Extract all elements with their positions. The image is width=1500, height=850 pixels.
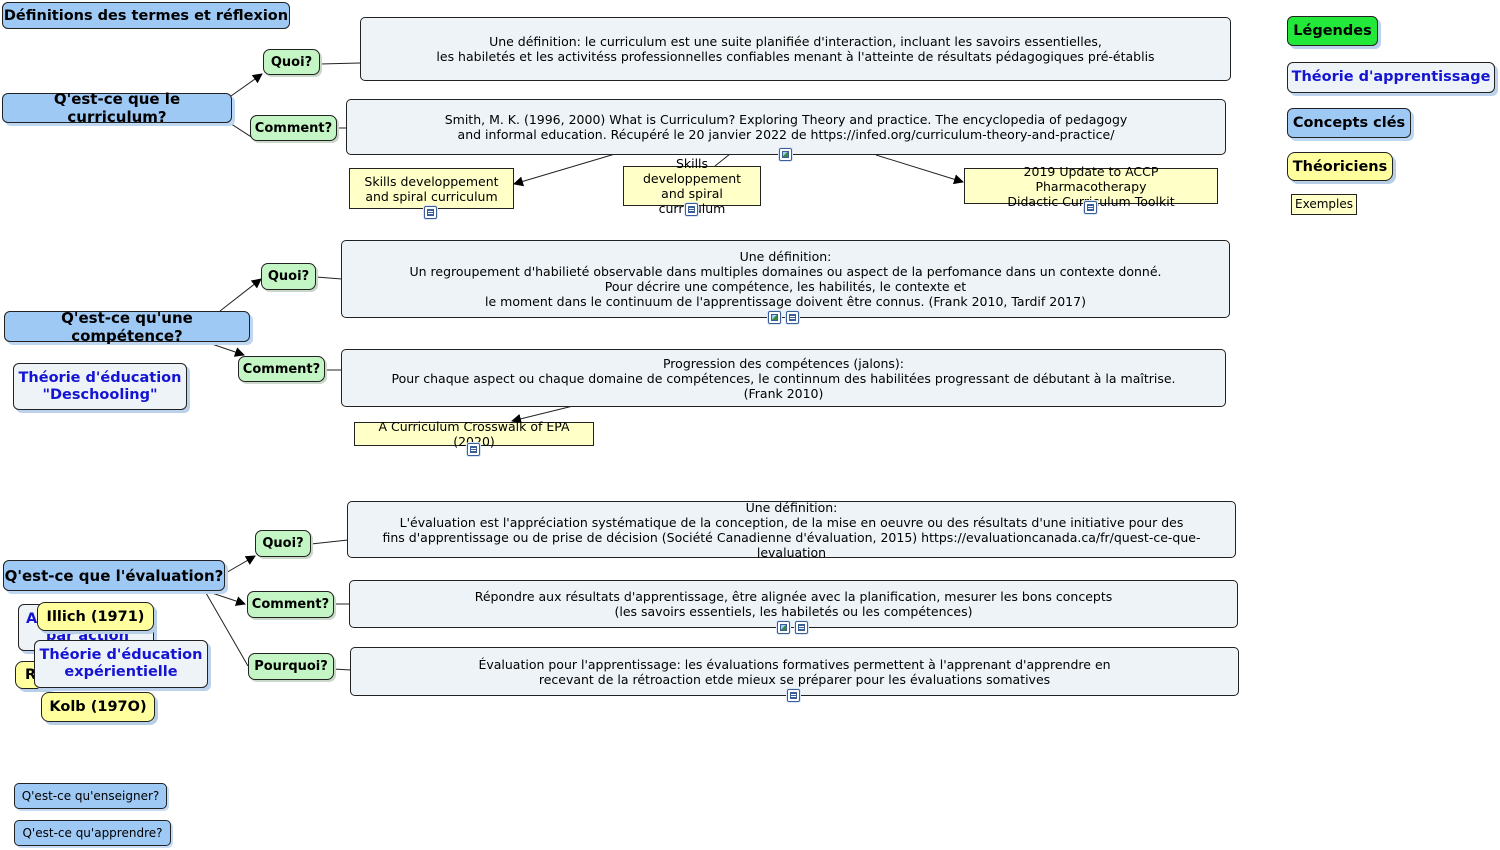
concept-competence[interactable]: Q'est-ce qu'une compétence? <box>4 309 250 345</box>
image-icon[interactable] <box>779 148 792 161</box>
link-quoi-def1 <box>319 62 361 65</box>
definition-competence[interactable]: Une définition: Un regroupement d'habili… <box>341 240 1230 318</box>
reference-curriculum-smith[interactable]: Smith, M. K. (1996, 2000) What is Curric… <box>346 99 1226 155</box>
question-evaluation-pourquoi[interactable]: Pourquoi? <box>248 653 334 680</box>
document-icon[interactable] <box>1084 201 1097 214</box>
image-icon[interactable] <box>768 311 781 324</box>
link-competence-quoi <box>219 278 262 312</box>
question-curriculum-quoi[interactable]: Quoi? <box>263 49 320 75</box>
question-competence-quoi[interactable]: Quoi? <box>261 263 316 290</box>
theoricien-kolb[interactable]: Kolb (197O) <box>41 692 155 722</box>
concept-apprendre[interactable]: Q'est-ce qu'apprendre? <box>14 820 171 846</box>
theory-experientielle[interactable]: Théorie d'éducation expérientielle <box>34 640 208 688</box>
question-curriculum-comment[interactable]: Comment? <box>250 115 337 141</box>
document-icon[interactable] <box>424 206 437 219</box>
partial-label: R <box>25 667 37 683</box>
definition-competence-progression[interactable]: Progression des compétences (jalons): Po… <box>341 349 1226 407</box>
link-pourquoi-def7 <box>332 668 352 671</box>
legend-title[interactable]: Légendes <box>1287 16 1378 46</box>
definition-curriculum[interactable]: Une définition: le curriculum est une su… <box>360 17 1231 81</box>
link-evaluation-pourquoi <box>205 592 249 667</box>
definition-evaluation[interactable]: Une définition: L'évaluation est l'appré… <box>347 500 1236 560</box>
legend-concepts-cles[interactable]: Concepts clés <box>1287 108 1411 138</box>
image-icon[interactable] <box>777 621 790 634</box>
link-quoi-def5 <box>310 539 349 545</box>
link-evaluation-comment <box>205 590 246 606</box>
legend-exemples[interactable]: Exemples <box>1291 194 1357 215</box>
partial-label: A <box>26 611 38 627</box>
concept-evaluation[interactable]: Q'est-ce que l'évaluation? <box>3 560 225 591</box>
document-icon[interactable] <box>795 621 808 634</box>
definition-evaluation-comment[interactable]: Répondre aux résultats d'apprentissage, … <box>349 580 1238 628</box>
question-evaluation-quoi[interactable]: Quoi? <box>255 530 311 557</box>
link-def2-ex3 <box>875 154 964 185</box>
concept-enseigner[interactable]: Q'est-ce qu'enseigner? <box>14 783 167 809</box>
example-skills-spiral-2[interactable]: Skills developpement and spiral curricul… <box>623 156 761 216</box>
map-title[interactable]: Définitions des termes et réflexion <box>2 2 290 29</box>
example-accp-toolkit[interactable]: 2019 Update to ACCP Pharmacotherapy Dida… <box>964 164 1218 209</box>
question-competence-comment[interactable]: Comment? <box>238 356 325 382</box>
theoricien-illich[interactable]: Illich (1971) <box>37 602 154 631</box>
link-def2-ex1 <box>513 153 616 187</box>
document-icon[interactable] <box>787 689 800 702</box>
legend-theoriciens[interactable]: Théoriciens <box>1287 152 1393 181</box>
document-icon[interactable] <box>786 311 799 324</box>
link-curriculum-quoi <box>230 73 263 97</box>
document-icon[interactable] <box>685 203 698 216</box>
concept-curriculum[interactable]: Q'est-ce que le curriculum? <box>2 90 232 126</box>
legend-theorie-apprentissage[interactable]: Théorie d'apprentissage <box>1287 62 1495 93</box>
document-icon[interactable] <box>467 443 480 456</box>
definition-evaluation-pourquoi[interactable]: Évaluation pour l'apprentissage: les éva… <box>350 647 1239 696</box>
example-skills-spiral-1[interactable]: Skills developpement and spiral curricul… <box>349 168 514 209</box>
link-quoi-def3 <box>315 276 343 280</box>
theory-deschooling[interactable]: Théorie d'éducation "Deschooling" <box>13 363 187 410</box>
link-evaluation-quoi <box>223 555 256 575</box>
question-evaluation-comment[interactable]: Comment? <box>247 591 334 618</box>
